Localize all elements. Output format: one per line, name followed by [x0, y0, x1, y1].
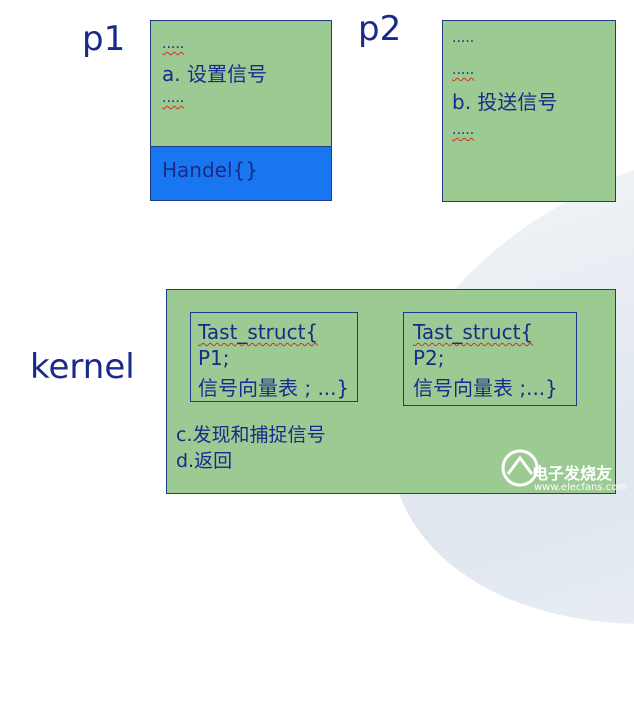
watermark-text: 电子发烧友 — [532, 464, 613, 483]
task-struct-p1-line2: P1; — [198, 346, 230, 370]
label-kernel: kernel — [30, 347, 135, 387]
p1-dots-top: ..... — [162, 36, 185, 52]
p1-process-box — [150, 20, 332, 147]
task-struct-p1-line3: 信号向量表 ; ...} — [198, 376, 350, 400]
label-p1: p1 — [82, 19, 126, 59]
task-struct-p1-line1: Tast_struct{ — [198, 320, 319, 344]
p1-dots-bottom: ..... — [162, 90, 185, 106]
kernel-step-d: d.返回 — [176, 450, 233, 472]
label-p2: p2 — [358, 9, 402, 49]
kernel-step-c: c.发现和捕捉信号 — [176, 424, 326, 446]
p1-handler-box — [150, 146, 332, 201]
kernel-box — [166, 289, 616, 494]
p2-dots-3: ..... — [452, 122, 475, 138]
task-struct-p2 — [403, 312, 577, 406]
task-struct-p1 — [190, 312, 358, 402]
watermark-url: www.elecfans.com — [534, 482, 628, 493]
p2-process-box — [442, 20, 616, 202]
task-struct-p2-line1: Tast_struct{ — [413, 320, 534, 344]
p2-dots-1: ..... — [452, 30, 475, 46]
watermark-logo-icon — [501, 449, 539, 487]
p1-step-a: a. 设置信号 — [162, 62, 267, 86]
task-struct-p2-line2: P2; — [413, 346, 445, 370]
task-struct-p2-line3: 信号向量表 ;...} — [413, 376, 558, 400]
p2-step-b: b. 投送信号 — [452, 90, 558, 114]
p1-handler-label: Handel{} — [162, 158, 258, 182]
p2-dots-2: ..... — [452, 62, 475, 78]
